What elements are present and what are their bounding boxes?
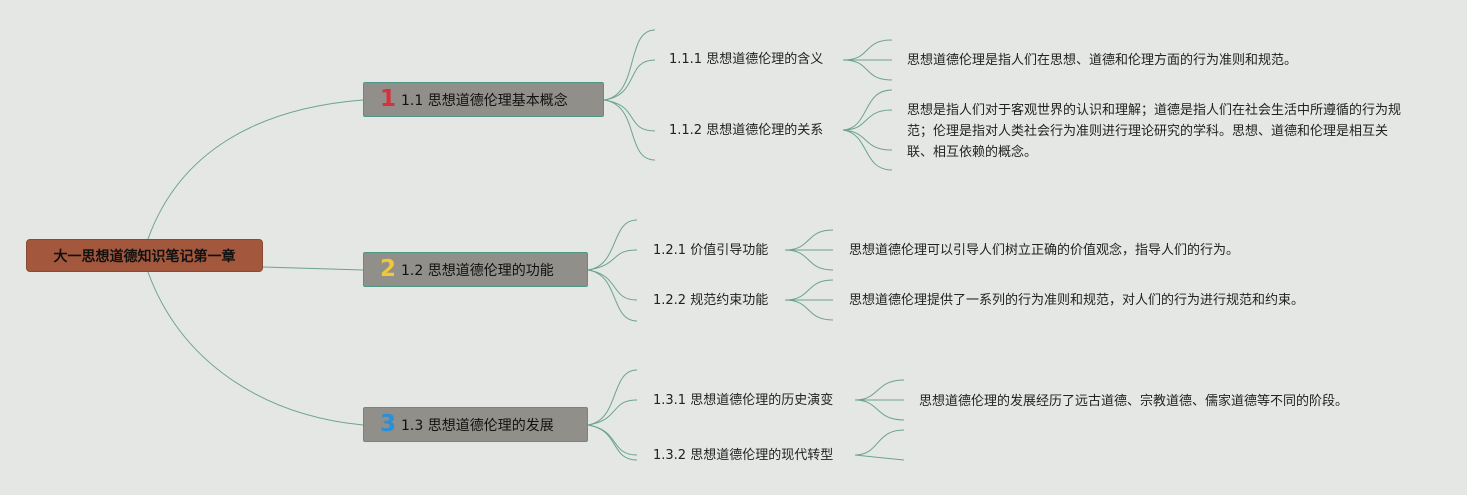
connector-sub-1-2-leaf [842, 109, 893, 131]
connector-topic-1-sub-2 [603, 99, 656, 132]
connector-topic-2-sub-1 [587, 219, 638, 271]
connector-sub-2-2-leaf [784, 279, 834, 301]
connector-topic-3-sub-1 [587, 369, 638, 426]
number-2-icon: 2 [380, 256, 397, 282]
subtopic-2-1-label: 1.2.1 价值引导功能 [653, 243, 769, 258]
main-topic-2-label: 1.2 思想道德伦理的功能 [401, 262, 554, 279]
connector-topic-3-sub-2 [587, 424, 638, 456]
root-topic-label: 大一思想道德知识笔记第一章 [53, 248, 236, 265]
subtopic-1-1[interactable]: 1.1.1 思想道德伦理的含义 [669, 52, 823, 68]
leaf-2-2[interactable]: 思想道德伦理提供了一系列的行为准则和规范，对人们的行为进行规范和约束。 [849, 290, 1304, 311]
connector-sub-2-2-leaf [784, 299, 834, 321]
subtopic-1-1-label: 1.1.1 思想道德伦理的含义 [669, 52, 824, 67]
connector-topic-3-sub-2 [587, 424, 638, 461]
connector-root-topic-1 [147, 99, 364, 240]
subtopic-3-1-label: 1.3.1 思想道德伦理的历史演变 [653, 393, 834, 408]
connector-sub-1-2-leaf [842, 129, 893, 171]
connector-sub-3-1-leaf [854, 379, 905, 401]
subtopic-1-2-label: 1.1.2 思想道德伦理的关系 [669, 123, 824, 138]
number-3-icon: 3 [380, 411, 397, 437]
connector-root-topic-3 [147, 271, 364, 426]
connector-sub-1-1-leaf [842, 39, 893, 61]
subtopic-3-1[interactable]: 1.3.1 思想道德伦理的历史演变 [653, 393, 833, 409]
main-topic-1-label: 1.1 思想道德伦理基本概念 [401, 92, 568, 109]
leaf-2-1-text: 思想道德伦理可以引导人们树立正确的价值观念，指导人们的行为。 [849, 243, 1240, 258]
connector-topic-1-sub-1 [603, 29, 656, 101]
main-topic-1[interactable]: 1 1.1 思想道德伦理基本概念 [363, 82, 604, 117]
subtopic-3-2-label: 1.3.2 思想道德伦理的现代转型 [653, 448, 834, 463]
connector-root-topic-2 [262, 266, 364, 271]
connector-sub-2-1-leaf [784, 249, 834, 271]
connector-sub-3-2-leaf [854, 454, 905, 461]
main-topic-3-label: 1.3 思想道德伦理的发展 [401, 417, 554, 434]
connector-topic-1-sub-1 [603, 59, 656, 101]
leaf-1-2[interactable]: 思想是指人们对于客观世界的认识和理解；道德是指人们在社会生活中所遵循的行为规范；… [907, 100, 1402, 163]
main-topic-2[interactable]: 2 1.2 思想道德伦理的功能 [363, 252, 588, 287]
leaf-1-2-text: 思想是指人们对于客观世界的认识和理解；道德是指人们在社会生活中所遵循的行为规范；… [907, 103, 1402, 160]
connector-topic-2-sub-2 [587, 269, 638, 322]
connector-sub-1-2-leaf [842, 129, 893, 151]
leaf-2-1[interactable]: 思想道德伦理可以引导人们树立正确的价值观念，指导人们的行为。 [849, 240, 1239, 261]
connector-sub-2-1-leaf [784, 229, 834, 251]
connector-topic-1-sub-2 [603, 99, 656, 161]
connector-sub-3-1-leaf [854, 399, 905, 421]
subtopic-3-2[interactable]: 1.3.2 思想道德伦理的现代转型 [653, 448, 833, 464]
main-topic-3[interactable]: 3 1.3 思想道德伦理的发展 [363, 407, 588, 442]
connector-sub-1-1-leaf [842, 59, 893, 81]
leaf-3-1[interactable]: 思想道德伦理的发展经历了远古道德、宗教道德、儒家道德等不同的阶段。 [919, 391, 1348, 412]
connector-topic-2-sub-1 [587, 249, 638, 271]
subtopic-2-2-label: 1.2.2 规范约束功能 [653, 293, 769, 308]
connector-topic-3-sub-1 [587, 399, 638, 426]
subtopic-2-1[interactable]: 1.2.1 价值引导功能 [653, 243, 768, 259]
leaf-1-1[interactable]: 思想道德伦理是指人们在思想、道德和伦理方面的行为准则和规范。 [907, 50, 1297, 71]
leaf-1-1-text: 思想道德伦理是指人们在思想、道德和伦理方面的行为准则和规范。 [907, 53, 1298, 68]
root-topic[interactable]: 大一思想道德知识笔记第一章 [26, 239, 263, 272]
connector-topic-2-sub-2 [587, 269, 638, 301]
subtopic-2-2[interactable]: 1.2.2 规范约束功能 [653, 293, 768, 309]
connector-sub-3-2-leaf [854, 429, 905, 456]
number-1-icon: 1 [380, 86, 397, 112]
connector-sub-1-2-leaf [842, 89, 893, 131]
subtopic-1-2[interactable]: 1.1.2 思想道德伦理的关系 [669, 123, 823, 139]
leaf-3-1-text: 思想道德伦理的发展经历了远古道德、宗教道德、儒家道德等不同的阶段。 [919, 394, 1349, 409]
leaf-2-2-text: 思想道德伦理提供了一系列的行为准则和规范，对人们的行为进行规范和约束。 [849, 293, 1305, 308]
